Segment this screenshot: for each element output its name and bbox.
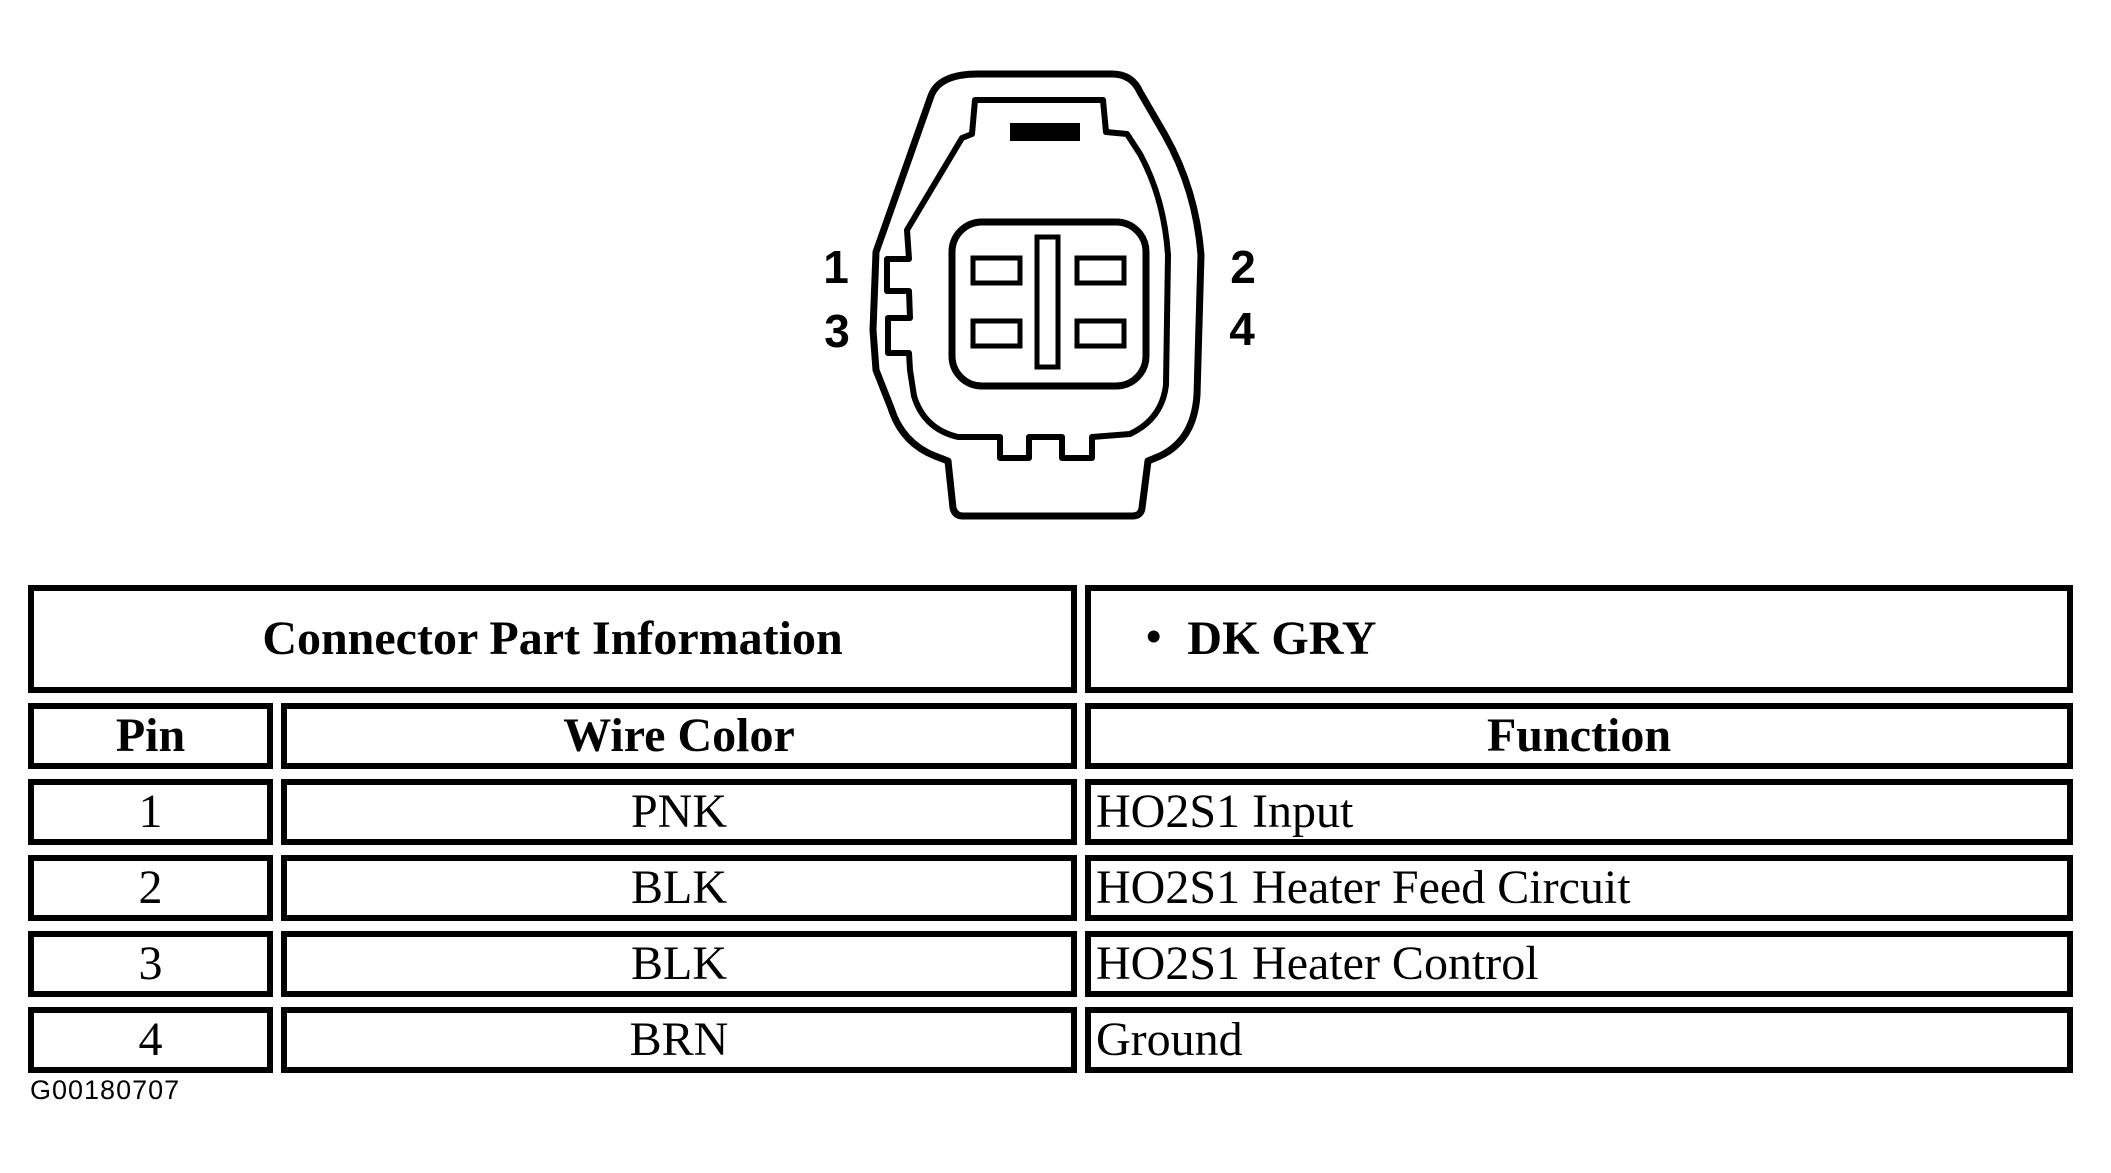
- pin-slot-2: [1074, 255, 1127, 286]
- table-row-3-wire-color: BLK: [281, 931, 1077, 997]
- connector-color-cell: • DK GRY: [1085, 585, 2073, 693]
- table-row-2-pin: 2: [28, 855, 273, 921]
- table-row-2-function: HO2S1 Heater Feed Circuit: [1085, 855, 2073, 921]
- table-row-4-pin: 4: [28, 1007, 273, 1073]
- pin-label-2: 2: [1230, 241, 1256, 293]
- connector-inner-outline: [884, 97, 1171, 461]
- connector-pinout-table: Connector Part Information • DK GRY Pin …: [28, 585, 2073, 1073]
- figure-id-label: G00180707: [30, 1075, 181, 1105]
- connector-diagram: 1 3 2 4: [810, 40, 1270, 540]
- bullet-icon: •: [1146, 612, 1162, 661]
- table-row-1-pin: 1: [28, 779, 273, 845]
- table-row-3-pin: 3: [28, 931, 273, 997]
- pin-label-1: 1: [823, 241, 849, 293]
- table-row-3-function: HO2S1 Heater Control: [1085, 931, 2073, 997]
- column-header-pin: Pin: [28, 703, 273, 769]
- part-info-header-cell: Connector Part Information: [28, 585, 1077, 693]
- keyway-slot: [1010, 123, 1080, 141]
- table-row-1-wire-color: PNK: [281, 779, 1077, 845]
- column-header-function: Function: [1085, 703, 2073, 769]
- pin-slot-1: [970, 255, 1023, 286]
- center-divider-bar: [1034, 234, 1061, 370]
- pin-slot-3: [970, 318, 1023, 349]
- connector-color-value: DK GRY: [1187, 612, 1377, 665]
- table-row-1-function: HO2S1 Input: [1085, 779, 2073, 845]
- pin-slot-4: [1074, 318, 1127, 349]
- column-header-wire-color: Wire Color: [281, 703, 1077, 769]
- pin-label-4: 4: [1229, 303, 1255, 355]
- table-row-2-wire-color: BLK: [281, 855, 1077, 921]
- connector-svg: 1 3 2 4: [823, 70, 1256, 520]
- pin-label-3: 3: [824, 305, 850, 357]
- table-row-4-wire-color: BRN: [281, 1007, 1077, 1073]
- table-row-4-function: Ground: [1085, 1007, 2073, 1073]
- part-info-label: Connector Part Information: [262, 612, 843, 665]
